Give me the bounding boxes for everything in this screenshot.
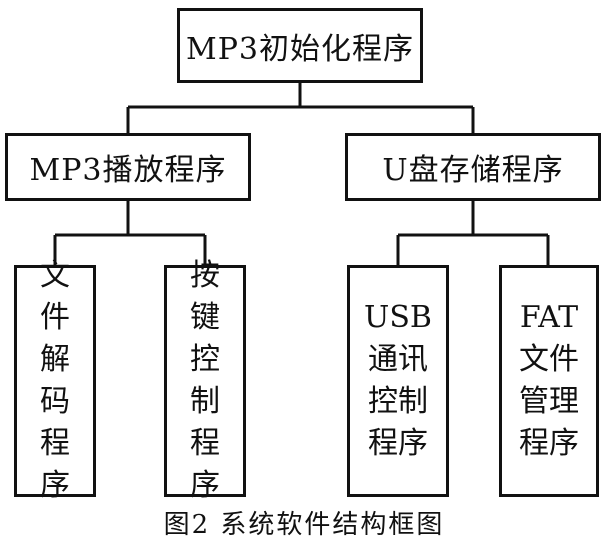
leaf-line: 控制 (368, 384, 428, 419)
key-control-box: 按 键 控 制 程 序 (164, 258, 246, 503)
leaf-line: 控 (190, 342, 220, 377)
leaf-line: 程序 (519, 426, 579, 461)
fat-manage-box: FAT 文件 管理 程序 (499, 265, 599, 497)
figure-caption: 图2 系统软件结构框图 (163, 510, 445, 540)
leaf-line: 按 (190, 258, 220, 293)
leaf-line: 制 (190, 384, 220, 419)
leaf-line: 通讯 (368, 342, 428, 377)
mp3-play-label: MP3播放程序 (29, 153, 227, 188)
leaf-line: 文 (40, 258, 70, 293)
leaf-line: 程序 (368, 426, 428, 461)
leaf-line: 序 (190, 468, 220, 503)
leaf-line: 解 (40, 342, 70, 377)
leaf-line: 文件 (519, 342, 579, 377)
leaf-line: 程 (40, 426, 70, 461)
leaf-line: 程 (190, 426, 220, 461)
leaf-line: 管理 (519, 384, 579, 419)
leaf-line: 码 (40, 384, 70, 419)
leaf-line: 件 (40, 300, 70, 335)
leaf-line: FAT (519, 300, 579, 335)
file-decode-box: 文 件 解 码 程 序 (14, 258, 96, 503)
root-box: MP3初始化程序 (177, 8, 423, 83)
udisk-storage-box: U盘存储程序 (345, 133, 601, 201)
leaf-line: USB (364, 300, 432, 335)
usb-comm-box: USB 通讯 控制 程序 (347, 265, 449, 497)
udisk-storage-label: U盘存储程序 (382, 153, 564, 188)
leaf-line: 序 (40, 468, 70, 503)
mp3-play-box: MP3播放程序 (5, 133, 251, 201)
root-label: MP3初始化程序 (186, 31, 414, 67)
leaf-line: 键 (190, 300, 220, 335)
